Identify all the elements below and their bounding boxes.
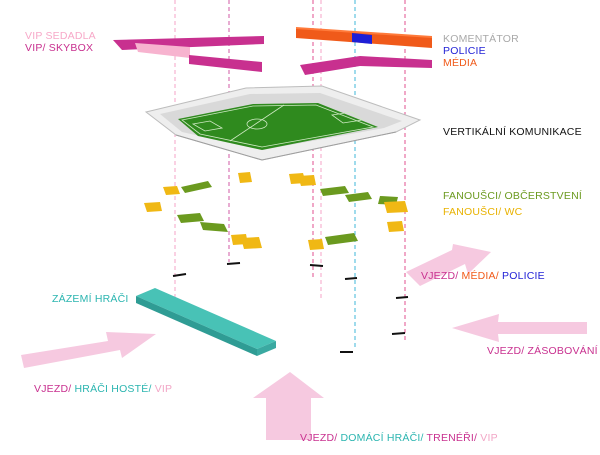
label-policie: POLICIE <box>443 45 486 57</box>
stadium-bowl <box>144 85 422 161</box>
label-fanousci-wc: FANOUŠCI/ WC <box>443 206 523 218</box>
label-policie-part: POLICIE <box>502 270 545 282</box>
police-segment <box>352 33 372 44</box>
vip-skybox-bar-front <box>189 55 262 72</box>
label-vjezd: VJEZD/ <box>421 270 459 282</box>
fan-refreshment-blocks <box>177 181 398 245</box>
label-vjezd-domaci-hraci: VJEZD/ DOMÁCÍ HRÁČI/ TRENÉŘI/ VIP <box>300 432 498 444</box>
label-vjezd-media-policie: VJEZD/ MÉDIA/ POLICIE <box>421 270 545 282</box>
arrow-media-police <box>406 244 491 286</box>
label-komentator: KOMENTÁTOR <box>443 33 519 45</box>
players-zone <box>136 288 276 356</box>
label-media-part: MÉDIA/ <box>461 270 499 282</box>
players-zone-top <box>136 288 276 349</box>
label-treneri-part: TRENÉŘI/ <box>426 432 478 444</box>
bowl-front-edge <box>175 131 397 161</box>
pitch <box>178 103 378 150</box>
label-vjezd: VJEZD/ <box>300 432 338 444</box>
label-vjezd: VJEZD/ <box>34 383 72 395</box>
media-tier <box>296 27 432 75</box>
fan-facilities <box>144 172 408 250</box>
label-zasobovani-part: ZÁSOBOVÁNÍ <box>527 345 598 357</box>
fan-wc-blocks <box>144 172 408 250</box>
pitch-markings <box>181 104 375 148</box>
arrow-home-players <box>253 372 324 440</box>
label-vjezd: VJEZD/ <box>487 345 525 357</box>
label-vip-sedadla: VIP SEDADLA <box>25 30 96 42</box>
players-zone-end <box>257 341 276 356</box>
vip-skybox-tier <box>113 36 264 72</box>
arrow-guest-players <box>21 332 156 368</box>
ground-markers <box>172 262 409 353</box>
entry-arrows <box>21 244 587 440</box>
label-vip-skybox: VIP/ SKYBOX <box>25 42 94 54</box>
label-fanousci-obcerstveni: FANOUŠCI/ OBČERSTVENÍ <box>443 190 582 202</box>
players-zone-side <box>136 296 257 356</box>
arrow-supply <box>452 314 587 342</box>
label-media: MÉDIA <box>443 57 478 69</box>
label-zazemi-hraci: ZÁZEMÍ HRÁČI <box>52 293 129 305</box>
label-domaci-hraci-part: DOMÁCÍ HRÁČI/ <box>340 432 424 444</box>
label-vjezd-zasobovani: VJEZD/ ZÁSOBOVÁNÍ <box>487 345 598 357</box>
komentator-strip <box>296 27 432 38</box>
label-hraci-hoste-part: HRÁČI HOSTÉ/ <box>74 383 152 395</box>
vip-sedadla-bar <box>135 43 190 58</box>
label-vertikalni-komunikace: VERTIKÁLNÍ KOMUNIKACE <box>443 126 582 138</box>
media-bar-front <box>300 56 432 75</box>
label-vip-part: VIP <box>480 432 498 444</box>
label-vjezd-hraci-hoste: VJEZD/ HRÁČI HOSTÉ/ VIP <box>34 383 172 395</box>
label-vip-part: VIP <box>154 383 173 395</box>
